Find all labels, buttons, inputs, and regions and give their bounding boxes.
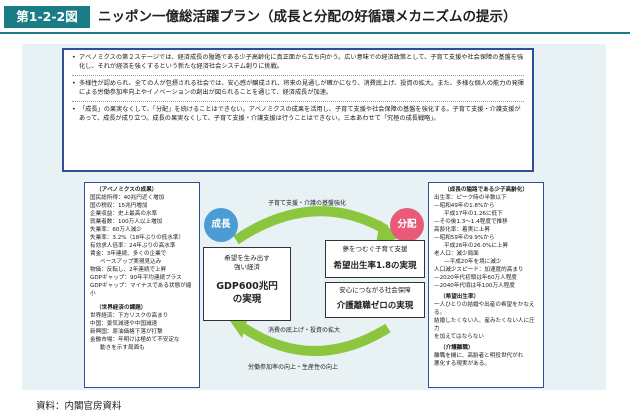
list-item: GDPギャップ：90年平均連続プラス (90, 275, 182, 281)
list-item: 有効求人倍率：24年ぶりの高水準 (90, 243, 176, 249)
bottom-caption-consumption: 消費の底上げ・投資の拡大 (268, 327, 341, 334)
list-item: ベースアップ実現見込み (100, 259, 162, 265)
care-leave-subtitle: 安心につながる社会保障 (339, 286, 411, 294)
list-item: を加えてはならない (434, 334, 484, 340)
bottom-arrow-head (228, 318, 248, 338)
birth-rate-subtitle: 夢をつむぐ子育て支援 (342, 245, 408, 253)
section-heading: （アベノミクスの成果） (96, 187, 158, 193)
top-caption: 子育て支援・介護の基盤強化 (268, 200, 347, 207)
list-item: 人口減少スピード：加速度的高まり (434, 267, 524, 273)
list-item: 就業者数：100万人以上増加 (90, 219, 163, 225)
list-item: 国民総所得：40兆円近く増加 (90, 195, 165, 201)
figure-title: ニッポン一億総活躍プラン（成長と分配の好循環メカニズムの提示） (98, 9, 517, 25)
list-item: ―昭和59年の9.9%から (434, 235, 495, 241)
list-item: ―平成20年を境に減少 (444, 259, 502, 265)
summary-bullet-1: アベノミクスの第２ステージでは、経済成長の隘路である少子高齢化に真正面から立ち向… (72, 54, 524, 71)
list-item: 平成17年の1.26に低下 (444, 211, 503, 217)
list-item: 失業率：60万人減少 (90, 227, 142, 233)
list-item: 賃金：3年連続、多くの企業で (90, 251, 167, 257)
divider (72, 75, 524, 77)
list-item: 失業率：3.2%（18年ぶりの低水準） (90, 235, 185, 241)
list-item: ―その後1.3～1.4程度で推移 (434, 219, 508, 225)
list-item: 出生率：ピーク時の半数以下 (434, 195, 507, 201)
distribution-circle: 分配 (390, 208, 424, 242)
list-item: 一人ひとりの結婚や出産の希望をかなえる。 (434, 302, 535, 316)
gdp-target-box: 希望を生み出す 強い経済 GDP600兆円 の実現 (203, 247, 291, 321)
list-item: 平成26年の26.0%に上昇 (444, 243, 509, 249)
list-item: 結婚したくない人、産みたくない人に圧力 (434, 318, 535, 332)
list-item: 離職を機に、高齢者と明役世代がれ (434, 353, 524, 359)
list-item: ―2040年代頃は年100万人程度 (434, 283, 515, 289)
list-item: 動きを示す局面も (100, 345, 145, 351)
list-item: 中国：景気減速や中国減速 (90, 321, 158, 327)
bottom-caption-labor: 労働参加率の向上・生産性の向上 (248, 364, 339, 371)
list-item: 老人口：減少局面 (434, 251, 479, 257)
list-item: 高齢化率：着実に上昇 (434, 227, 490, 233)
birth-rate-box: 夢をつむぐ子育て支援 希望出生率1.8の実現 (325, 240, 425, 278)
list-item: 金融市場：年明けは極めて不安定な (90, 337, 180, 343)
aging-society-box: （成長の隘路である少子高齢化） 出生率：ピーク時の半数以下 ―昭和49年の1.8… (428, 182, 544, 388)
list-item: ―2020年代初頭は年60万人程度 (434, 275, 517, 281)
list-item: 物価：反転し、2年連続で上昇 (90, 267, 167, 273)
cycle-arrows (228, 206, 401, 356)
gdp-subtitle: 希望を生み出す 強い経済 (224, 254, 270, 271)
figure-number: 第1-2-2図 (4, 6, 90, 28)
divider (72, 101, 524, 103)
list-item: 世界経済：下方リスクの高まり (90, 313, 169, 319)
summary-bullet-2: 多様性が認められ、全ての人が包摂される社会では、安心感が醸成され、将来の見通しが… (72, 80, 524, 97)
summary-bullet-3: 「成長」の果実なくして、「分配」を続けることはできない。アベノミクスの成果を活用… (72, 106, 524, 123)
list-item: GDPギャップ：マイナスである状態が縮小 (90, 283, 192, 297)
top-arrow-head (376, 220, 401, 244)
list-item: ―昭和49年の1.8%から (434, 203, 495, 209)
figure-header: 第1-2-2図 ニッポン一億総活躍プラン（成長と分配の好循環メカニズムの提示） (0, 0, 630, 34)
bottom-arrow (241, 323, 391, 356)
section-heading: （希望出生率） (440, 294, 480, 300)
source-note: 資料：内閣官房資料 (36, 401, 122, 412)
list-item: 新興国：原油価格下落が打撃 (90, 329, 163, 335)
care-leave-title: 介護離職ゼロの実現 (336, 301, 414, 311)
top-arrow (233, 206, 389, 245)
list-item: 国の税収：15兆円増加 (90, 203, 148, 209)
summary-box: アベノミクスの第２ステージでは、経済成長の隘路である少子高齢化に真正面から立ち向… (62, 48, 534, 172)
section-heading: （介護離職） (440, 345, 474, 351)
list-item: 悪化する現実がある。 (434, 361, 490, 367)
growth-circle: 成長 (204, 208, 238, 242)
section-heading: （成長の隘路である少子高齢化） (444, 187, 528, 193)
abenomics-results-box: （アベノミクスの成果） 国民総所得：40兆円近く増加 国の税収：15兆円増加 企… (84, 182, 200, 388)
list-item: 企業収益：史上最高の水準 (90, 211, 158, 217)
care-leave-box: 安心につながる社会保障 介護離職ゼロの実現 (325, 282, 425, 318)
section-heading: （世界経済の課題） (96, 305, 147, 311)
birth-rate-title: 希望出生率1.8の実現 (333, 261, 417, 271)
gdp-title: GDP600兆円 の実現 (216, 281, 278, 305)
